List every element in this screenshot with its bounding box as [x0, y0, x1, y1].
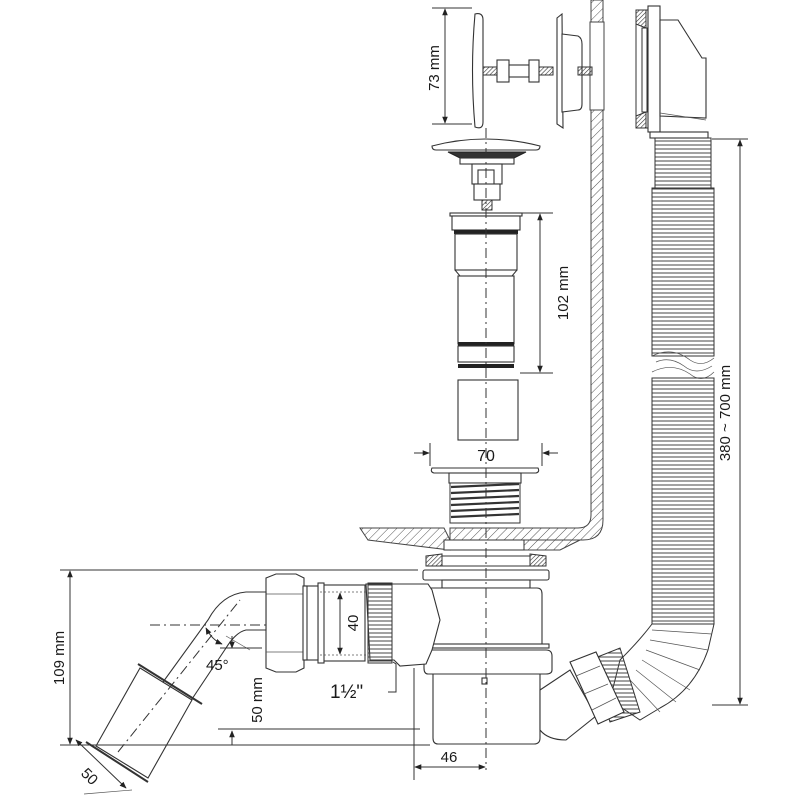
dimension-label-50: 50: [77, 765, 101, 789]
outlet-threaded-connector: [300, 582, 441, 667]
dimension-40: 40: [337, 592, 362, 655]
dimension-label-102mm: 102 mm: [555, 266, 572, 320]
dimension-50mm-drop: 50 mm: [218, 636, 420, 745]
outlet-union-nut: [265, 573, 319, 673]
dimension-label-380-700mm: 380 ~ 700 mm: [717, 365, 734, 461]
flexible-overflow-hose: [589, 137, 715, 723]
bath-floor-section: [359, 527, 581, 551]
dimension-label-thread: 1½": [330, 682, 363, 703]
drain-body-tube: [449, 212, 523, 441]
dimension-73mm: 73 mm: [426, 7, 472, 125]
trap-body: [422, 569, 597, 745]
dimension-102mm: 102 mm: [520, 212, 572, 374]
dimension-46: 46: [413, 668, 486, 780]
overflow-cover-plate: [471, 13, 484, 129]
dimension-label-73mm: 73 mm: [426, 45, 443, 91]
overflow-inner-body: [556, 12, 593, 130]
overflow-elbow-with-gasket: [635, 5, 709, 139]
dimension-label-50mm: 50 mm: [249, 677, 266, 723]
dimension-thread-size: 1½": [330, 661, 397, 703]
outlet-45-elbow-pipe: [85, 591, 267, 783]
dimension-label-40: 40: [345, 615, 362, 632]
overflow-bolt-and-nuts: [482, 59, 554, 83]
drain-flange-threaded: [430, 467, 540, 524]
dimension-label-46: 46: [441, 749, 458, 766]
click-clack-plug: [431, 138, 541, 211]
dimension-380-700mm: 380 ~ 700 mm: [712, 138, 748, 706]
dimension-label-45deg: 45°: [206, 657, 229, 674]
dimension-label-109mm: 109 mm: [51, 631, 68, 685]
hose-union-nut: [569, 651, 625, 725]
